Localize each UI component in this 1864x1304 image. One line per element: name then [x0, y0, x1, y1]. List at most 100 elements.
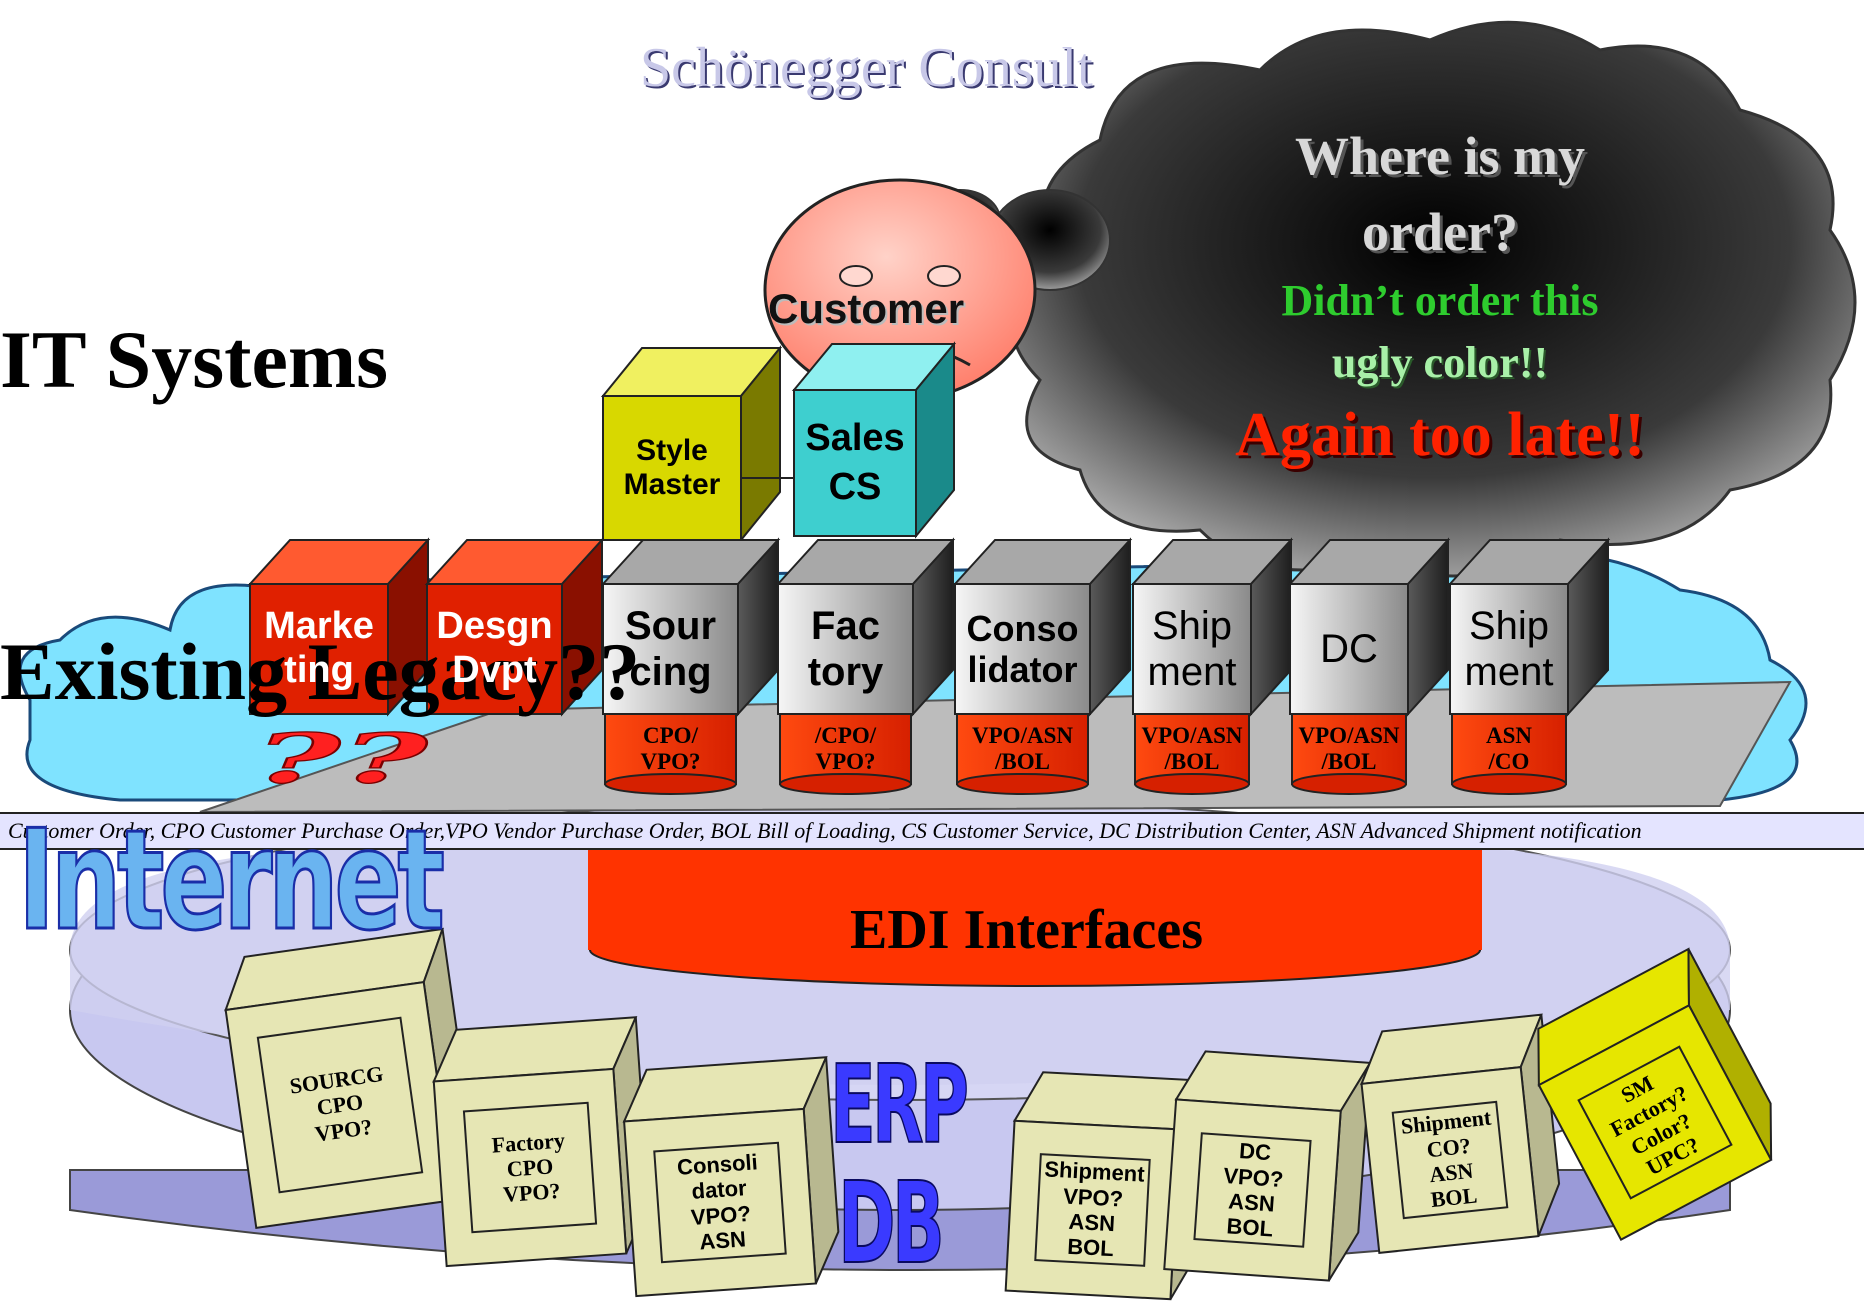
- db-label-line-2: /BOL: [995, 749, 1050, 774]
- box-front: [1132, 583, 1252, 715]
- box-front: [777, 583, 914, 715]
- db-label-4: VPO/ASN/BOL: [1133, 716, 1251, 782]
- bubble-line-2: order?: [1362, 202, 1518, 262]
- process-box-6: [1447, 537, 1611, 795]
- db-label-5: VPO/ASN/BOL: [1290, 716, 1408, 782]
- erp-module-7: [1537, 947, 1773, 1242]
- db-cylinder-base: [956, 773, 1089, 795]
- bubble-line-3: Didn’t order this: [1281, 276, 1599, 325]
- process-box-line-2: ment: [1464, 650, 1554, 694]
- process-box-line-2: lidator: [967, 649, 1078, 690]
- process-box-1: [600, 537, 781, 795]
- box-front: [954, 583, 1091, 715]
- bubble-line-5: Again too late!!: [1235, 401, 1645, 469]
- box-front: [1289, 583, 1409, 715]
- erp-module-line-4: BOL: [1225, 1213, 1274, 1242]
- design-box: [424, 537, 605, 717]
- db-cylinder: [779, 713, 912, 785]
- process-box-line-1: DC: [1320, 627, 1378, 671]
- grey-box-group: [600, 537, 1611, 795]
- erp-module-group: [224, 927, 1773, 1301]
- bubble-line-4: ugly color!!: [1331, 338, 1549, 387]
- db-label-line-2: /BOL: [1321, 749, 1377, 774]
- db-cylinder: [1291, 713, 1407, 785]
- erp-module-5: [1163, 1050, 1372, 1282]
- module-inner-frame: [1193, 1132, 1312, 1248]
- process-box-line-1: Conso: [966, 607, 1079, 649]
- process-box-5: [1287, 537, 1451, 795]
- question-marks: ??: [253, 718, 431, 800]
- box-front: [1449, 583, 1569, 715]
- bubble-question: Where is my order?: [1060, 118, 1820, 270]
- erp-module-line-1: Factory: [490, 1127, 566, 1158]
- process-box-4: [1130, 537, 1294, 795]
- process-box-line-1: Ship: [1151, 604, 1233, 648]
- db-label-line-1: VPO/ASN: [1141, 722, 1243, 748]
- erp-module-line-4: BOL: [1066, 1234, 1115, 1262]
- svg-text:??: ??: [254, 719, 430, 799]
- db-label-line-1: /CPO/: [814, 722, 877, 748]
- legend-text: Customer Order, CPO Customer Purchase Or…: [8, 818, 1642, 843]
- process-box-line-1: Sour: [624, 604, 717, 648]
- db-label-line-2: VPO?: [815, 749, 876, 774]
- marketing-line-1: Marke: [264, 605, 374, 648]
- customer-label: Customer: [768, 285, 965, 332]
- erp-module-line-3: VPO?: [502, 1178, 562, 1208]
- module-inner-frame: [462, 1101, 598, 1234]
- marketing-line-2: ting: [284, 649, 354, 691]
- edi-interfaces-label: EDI Interfaces: [850, 899, 1204, 961]
- style-master-box: [600, 345, 783, 543]
- db-cylinder: [956, 713, 1089, 785]
- title-line-2: Existing Legacy??: [0, 626, 641, 717]
- db-cylinder-base: [1291, 773, 1407, 795]
- db-label-line-2: /CO: [1488, 749, 1530, 774]
- process-box-line-1: Fac: [811, 604, 880, 648]
- box-front: [602, 583, 739, 715]
- sales-cs-line-2: CS: [828, 466, 882, 508]
- db-label-2: /CPO/VPO?: [778, 716, 913, 782]
- erp-module-3: [622, 1056, 840, 1298]
- process-box-line-1: Ship: [1468, 604, 1550, 648]
- process-box-line-2: ment: [1147, 650, 1237, 694]
- db-cylinder: [604, 713, 737, 785]
- db-label-6: ASN/CO: [1450, 716, 1568, 782]
- db-label-line-1: ASN: [1485, 722, 1532, 748]
- db-label-line-1: VPO/ASN: [972, 722, 1073, 748]
- db-label-1: CPO/VPO?: [603, 716, 738, 782]
- internet-wordart: Internet: [17, 800, 446, 961]
- db-cylinder: [1451, 713, 1567, 785]
- process-box-3: [952, 537, 1133, 795]
- db-label-line-1: CPO/: [643, 722, 698, 748]
- module-inner-frame: [1391, 1100, 1509, 1220]
- page-title: IT Systems Existing Legacy??: [0, 100, 640, 932]
- erp-module-6: [1360, 1013, 1561, 1254]
- bubble-line-1: Where is my: [1295, 126, 1585, 186]
- module-inner-frame: [1577, 1045, 1733, 1200]
- process-box-label-5: DC: [1290, 584, 1408, 714]
- brand-name: Schönegger Consult: [640, 37, 1093, 99]
- db-cylinder-base: [1134, 773, 1250, 795]
- process-box-line-2: tory: [807, 650, 884, 694]
- style-master-line-1: Style: [636, 433, 708, 467]
- erp-wordart: ERP: [829, 1043, 969, 1168]
- db-cylinder-base: [1451, 773, 1567, 795]
- module-inner-frame: [256, 1016, 424, 1194]
- db-label-line-1: VPO/ASN: [1298, 722, 1400, 748]
- title-line-1: IT Systems: [0, 314, 389, 405]
